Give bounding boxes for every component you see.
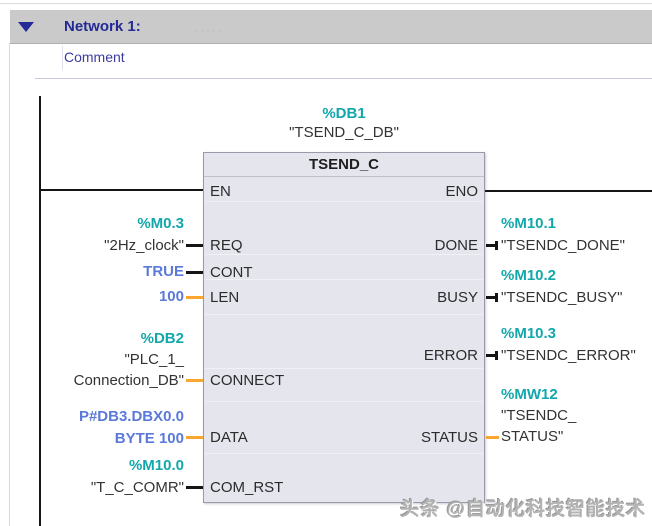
pin-error: ERROR	[423, 347, 478, 364]
pin-len: LEN	[210, 289, 240, 306]
operand-com-rst[interactable]: %M10.0 "T_C_COMR"	[91, 455, 184, 499]
network-left-border	[9, 43, 10, 526]
wire-stub-status	[486, 436, 499, 439]
operand-name: "TSENDC_BUSY"	[501, 289, 623, 306]
collapse-arrow-icon[interactable]	[18, 22, 34, 32]
tsend-c-block[interactable]: TSEND_C EN ENO REQ CONT LEN CONNECT DATA…	[203, 152, 485, 503]
network-comment[interactable]: Comment	[64, 49, 125, 65]
operand-name: "2Hz_clock"	[104, 237, 184, 254]
instance-db-address[interactable]: %DB1	[322, 105, 366, 122]
operand-done[interactable]: %M10.1 "TSENDC_DONE"	[501, 213, 625, 257]
pin-status: STATUS	[421, 429, 478, 446]
pin-data: DATA	[210, 429, 248, 446]
pin-done: DONE	[434, 237, 478, 254]
wire-stub-com-rst	[186, 486, 203, 489]
instance-db-name[interactable]: "TSEND_C_DB"	[289, 124, 399, 141]
wire-stub-len	[186, 296, 203, 299]
power-rail	[39, 96, 41, 526]
operand-busy[interactable]: %M10.2 "TSENDC_BUSY"	[501, 265, 623, 309]
top-divider	[0, 3, 652, 4]
operand-connect[interactable]: %DB2 "PLC_1_ Connection_DB"	[74, 328, 184, 391]
operand-name: Connection_DB"	[73, 372, 184, 389]
operand-value: TRUE	[143, 263, 184, 280]
wire-stub-error	[486, 354, 497, 357]
network-title-placeholder[interactable]: .....	[195, 20, 224, 35]
wire-stub-connect	[186, 379, 203, 382]
operand-address: %M10.0	[128, 457, 184, 474]
pin-connect: CONNECT	[210, 372, 285, 389]
operand-value: 100	[158, 288, 184, 305]
comment-box-edge	[62, 46, 63, 70]
network-header-bar[interactable]	[10, 10, 652, 44]
row-separator	[205, 453, 483, 454]
operand-error[interactable]: %M10.3 "TSENDC_ERROR"	[501, 323, 636, 367]
operand-address: %MW12	[501, 386, 558, 403]
wire-eno	[485, 190, 652, 192]
wire-stub-busy	[486, 296, 497, 299]
row-separator	[205, 279, 483, 280]
operand-data[interactable]: P#DB3.DBX0.0 BYTE 100	[79, 406, 184, 450]
block-title: TSEND_C	[204, 153, 484, 177]
operand-name: STATUS"	[501, 428, 564, 445]
operand-cont[interactable]: TRUE	[143, 262, 184, 282]
wire-en	[41, 189, 203, 191]
row-separator	[205, 314, 483, 315]
row-separator	[205, 401, 483, 402]
assign-tick-error	[495, 351, 498, 360]
operand-address: %DB2	[140, 330, 184, 347]
pin-req: REQ	[210, 237, 243, 254]
pin-busy: BUSY	[437, 289, 478, 306]
row-separator	[205, 254, 483, 255]
operand-status[interactable]: %MW12 "TSENDC_ STATUS"	[501, 384, 576, 447]
assign-tick-done	[495, 241, 498, 250]
operand-value: BYTE 100	[114, 430, 184, 447]
row-separator	[205, 201, 483, 202]
operand-value: P#DB3.DBX0.0	[78, 408, 184, 425]
pin-en: EN	[210, 183, 231, 200]
operand-req[interactable]: %M0.3 "2Hz_clock"	[104, 213, 184, 257]
network-title[interactable]: Network 1:	[64, 18, 141, 35]
pin-eno: ENO	[445, 183, 478, 200]
row-separator	[205, 368, 483, 369]
wire-stub-data	[186, 436, 203, 439]
operand-address: %M10.1	[501, 215, 557, 232]
comment-divider	[35, 78, 652, 79]
wire-stub-req	[186, 244, 203, 247]
operand-address: %M10.2	[501, 267, 557, 284]
pin-cont: CONT	[210, 264, 253, 281]
operand-name: "TSENDC_DONE"	[501, 237, 625, 254]
operand-name: "TSENDC_	[501, 407, 577, 424]
instance-db-header[interactable]: %DB1 "TSEND_C_DB"	[203, 104, 485, 142]
assign-tick-busy	[495, 293, 498, 302]
operand-len[interactable]: 100	[159, 287, 184, 307]
pin-com-rst: COM_RST	[210, 479, 284, 496]
operand-address: %M10.3	[501, 325, 557, 342]
wire-stub-cont	[186, 271, 203, 274]
watermark: 头条 @自动化科技智能技术	[400, 499, 646, 520]
operand-name: "TSENDC_ERROR"	[501, 347, 636, 364]
operand-name: "T_C_COMR"	[90, 479, 184, 496]
operand-address: %M0.3	[137, 215, 184, 232]
operand-name: "PLC_1_	[124, 351, 184, 368]
wire-stub-done	[486, 244, 497, 247]
